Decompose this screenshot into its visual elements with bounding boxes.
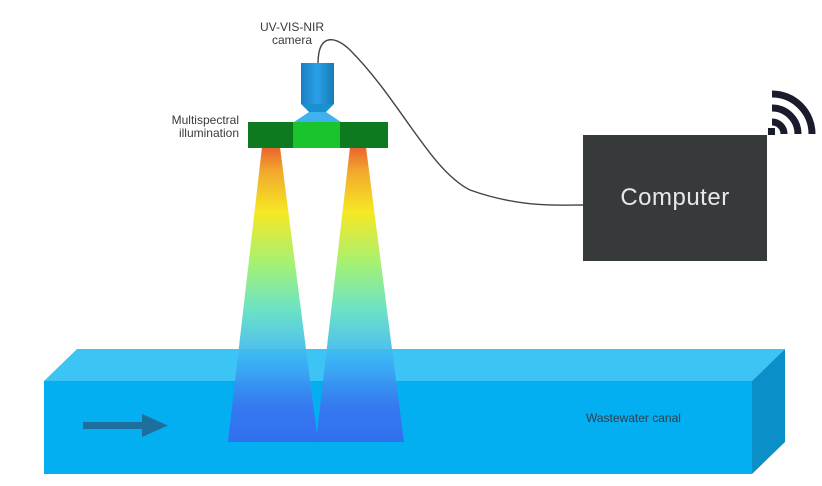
flow-direction-arrow-icon [83, 414, 168, 437]
computer-box: Computer [583, 135, 767, 261]
canal-side-face [752, 349, 785, 474]
camera-cable [317, 39, 584, 206]
camera-label-line1: UV-VIS-NIR [259, 20, 324, 34]
wifi-signal-icon [771, 90, 816, 135]
camera-icon [294, 63, 341, 122]
camera-label: UV-VIS-NIR camera [252, 21, 332, 47]
wifi-dot [768, 128, 775, 135]
light-beam-left [228, 147, 318, 442]
light-beam-right [316, 147, 404, 442]
illumination-label: Multispectral illumination [135, 114, 239, 140]
computer-label: Computer [620, 184, 730, 211]
illumination-label-line1: Multispectral [171, 113, 239, 127]
camera-label-line2: camera [271, 33, 312, 47]
illumination-label-line2: illumination [178, 126, 239, 140]
illumination-bar [248, 122, 388, 148]
canal-label: Wastewater canal [586, 411, 681, 425]
canal-top-face [44, 349, 785, 381]
